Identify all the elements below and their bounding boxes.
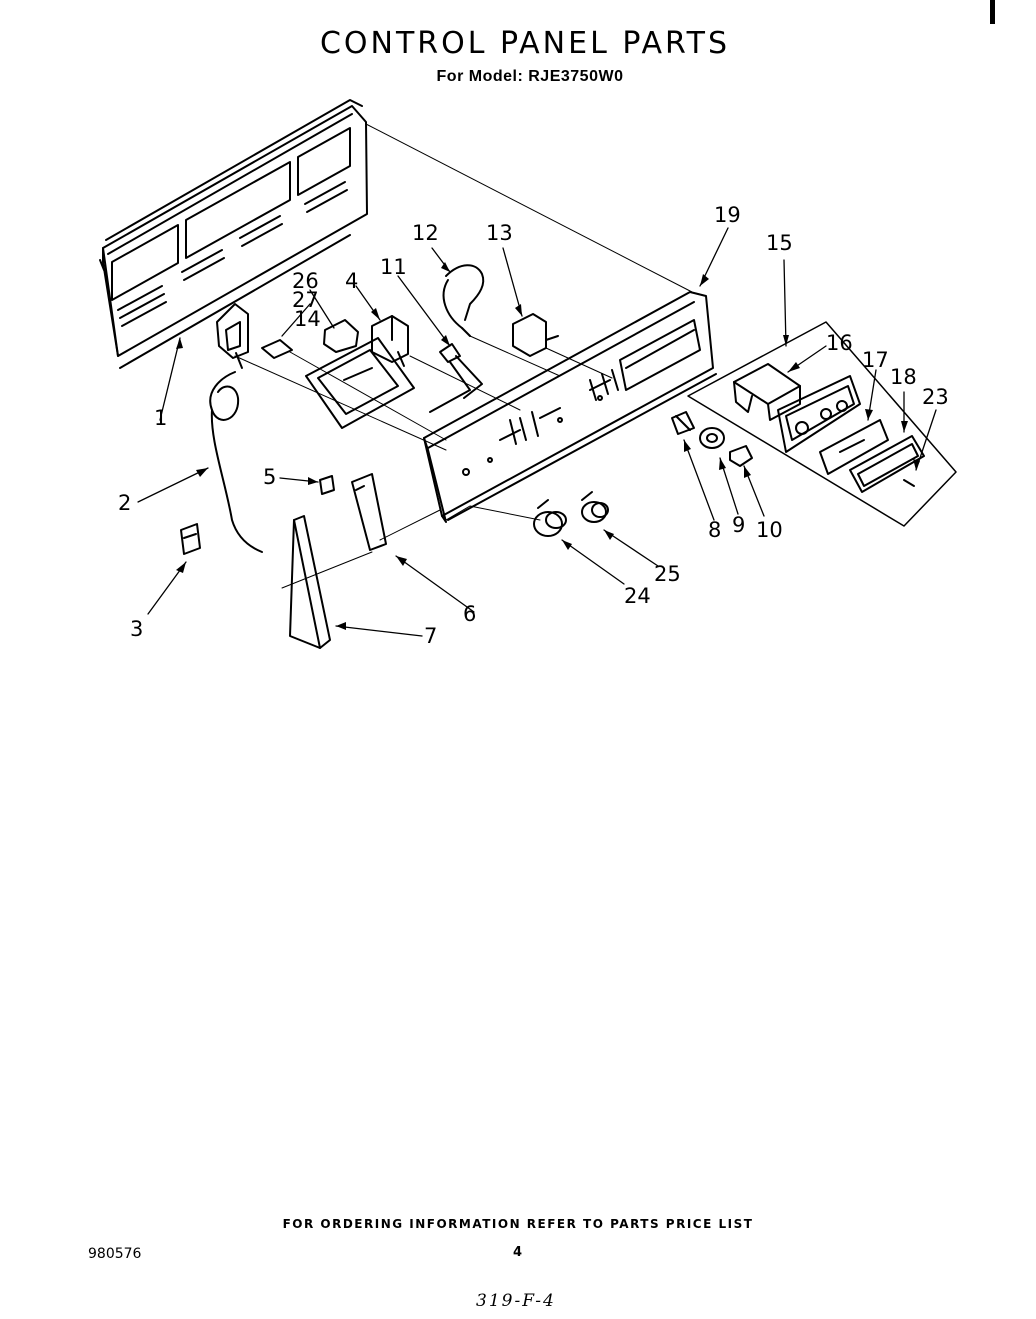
edge-mark [990,0,995,24]
knob-24 [533,499,567,537]
side-bracket [289,515,331,649]
knob-10 [729,445,753,467]
handwritten-reference: 319-F-4 [476,1291,556,1311]
faceplate [777,375,861,453]
ordering-note: FOR ORDERING INFORMATION REFER TO PARTS … [282,1217,754,1231]
callout-15: 15 [766,231,793,255]
control-console [423,291,717,523]
callout-24: 24 [624,584,651,608]
timer-housing [733,363,801,421]
callout-16: 16 [826,331,853,355]
wire-harness [429,343,483,413]
callout-27: 27 [292,288,319,312]
callout-26: 26 [292,269,319,293]
cord-clip [180,523,201,555]
knob-8 [671,411,695,435]
callout-19: 19 [714,203,741,227]
callout-9: 9 [732,513,745,537]
callout-3: 3 [130,617,143,641]
end-cap [351,473,387,551]
callout-leaders [137,227,937,637]
callout-6: 6 [463,602,476,626]
callout-13: 13 [486,221,513,245]
power-cord [209,352,263,553]
trim [849,435,925,493]
callout-25: 25 [654,562,681,586]
callout-17: 17 [862,348,889,372]
callout-11: 11 [380,255,407,279]
switch-13 [512,313,559,357]
callout-labels: 1 2 3 4 5 6 7 8 9 10 11 12 13 14 15 16 1… [118,203,949,648]
callout-19-23: 23 [922,385,949,409]
callout-4: 4 [345,269,358,293]
wire-loop [442,264,485,337]
terminal-block [216,303,249,359]
wire-connector [261,339,293,359]
callout-1: 1 [154,406,167,430]
knob-9 [699,427,725,449]
knob-25 [581,491,609,523]
model-line: For Model: RJE3750W0 [436,68,624,85]
callout-5: 5 [263,465,276,489]
rear-panel [99,99,368,369]
callout-18: 18 [890,365,917,389]
assembly-frame [687,321,957,527]
switch-4 [371,315,409,367]
callout-8: 8 [708,518,721,542]
callout-14: 14 [294,307,321,331]
callout-12: 12 [412,221,439,245]
page-title: CONTROL PANEL PARTS [319,26,731,61]
callout-7: 7 [424,624,437,648]
switch-small [323,319,359,353]
clip-5 [319,475,335,495]
callout-2: 2 [118,491,131,515]
callout-arrowheads [176,262,920,630]
lens [819,419,889,475]
document-number: 980576 [88,1246,142,1262]
mounting-bracket [305,337,415,429]
callout-10: 10 [756,518,783,542]
page-number: 4 [513,1245,523,1260]
